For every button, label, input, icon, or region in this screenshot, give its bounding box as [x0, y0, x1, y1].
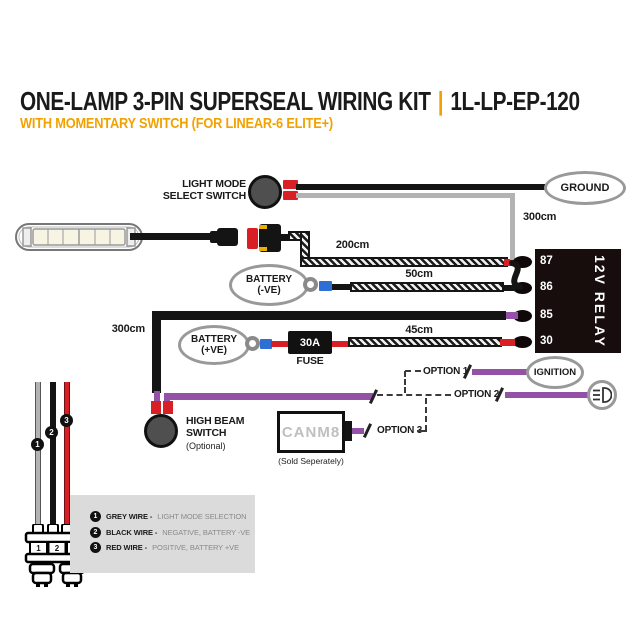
cut-mark [362, 423, 372, 438]
option3-wire [352, 428, 364, 434]
high-beam-switch [144, 414, 178, 448]
wire-badge-grey: 1 [31, 438, 44, 451]
option2-wire [505, 392, 589, 398]
high-beam-switch-label: HIGH BEAM SWITCH [186, 415, 245, 439]
connector-pin-1: 1 [36, 544, 41, 553]
wire-badge-red: 3 [60, 414, 73, 427]
title-separator: | [437, 86, 444, 116]
ground-wire [296, 184, 545, 190]
length-label-300cm-top: 300cm [523, 211, 557, 223]
battery-negative-terminal: BATTERY (-VE) [229, 264, 309, 306]
wire-badge-black: 2 [45, 426, 58, 439]
dashed-line [405, 370, 421, 372]
dashed-line [377, 394, 451, 396]
relay-pin-30-label: 30 [540, 335, 553, 347]
page-title: ONE-LAMP 3-PIN SUPERSEAL WIRING KIT | 1L… [20, 86, 580, 117]
legend-badge-2: 2 [90, 526, 101, 538]
page-subtitle: WITH MOMENTARY SWITCH (FOR LINEAR-6 ELIT… [20, 115, 333, 132]
option2-label: OPTION 2 [454, 389, 500, 400]
superseal-latch-top [259, 225, 267, 229]
connector-pin-2: 2 [55, 544, 60, 553]
canm8-box: CANM8 [277, 411, 345, 453]
ignition-terminal: IGNITION [526, 356, 584, 389]
dashed-line [404, 371, 406, 393]
wire-tip-purple-left [154, 391, 160, 403]
part-number: 1L-LP-EP-120 [450, 86, 580, 116]
relay-label: 12V RELAY [592, 254, 608, 348]
fuse-box: 30A [288, 331, 332, 354]
wire-segment [502, 285, 516, 291]
trigger-wire-drop-300cm [152, 311, 161, 393]
option-wire-purple [167, 393, 373, 400]
wire-tip-red-pin30 [500, 339, 515, 346]
kit-wire-black [50, 382, 56, 529]
light-mode-switch-label: LIGHT MODE SELECT SWITCH [162, 178, 246, 202]
superseal-latch-bottom [259, 247, 267, 251]
ring-terminal-icon [303, 277, 318, 292]
option1-label: OPTION 1 [423, 366, 469, 377]
canm8-tab [345, 421, 352, 441]
superseal-connector-black [259, 224, 281, 252]
fuse-label: FUSE [296, 355, 324, 367]
lamp-connector-neck [210, 231, 220, 243]
relay-pin-86-label: 86 [540, 281, 553, 293]
dashed-line [417, 430, 427, 432]
legend-badge-1: 1 [90, 511, 101, 522]
relay-pin-30-dot [513, 336, 532, 348]
lamp-cable [130, 233, 218, 240]
ring-terminal-icon [245, 336, 260, 351]
loom-45cm [348, 337, 502, 347]
loom-50cm [350, 282, 504, 292]
option3-label: OPTION 3 [377, 425, 423, 436]
length-label-50cm: 50cm [405, 268, 433, 280]
light-mode-select-switch [248, 175, 282, 209]
length-label-300cm-left: 300cm [111, 323, 145, 335]
linear6-lamp-illustration [15, 223, 143, 251]
legend-item-grey: 1 GREY WIRE - LIGHT MODE SELECTION [90, 511, 255, 522]
high-beam-switch-note: (Optional) [186, 441, 226, 451]
high-beam-icon [593, 387, 612, 403]
grey-wire-drop [510, 193, 515, 260]
relay-pin-87-label: 87 [540, 255, 553, 267]
lamp-connector [217, 228, 238, 246]
crimp-blue [260, 339, 272, 349]
length-label-45cm: 45cm [405, 324, 433, 336]
canm8-note: (Sold Seperately) [278, 456, 344, 466]
wire-segment [332, 284, 352, 290]
length-label-200cm: 200cm [335, 239, 370, 251]
kit-wire-red [64, 382, 70, 529]
loom-200cm-run [300, 257, 508, 267]
crimp-blue [319, 281, 332, 291]
switch-terminal-bottom [283, 191, 298, 200]
title-text: ONE-LAMP 3-PIN SUPERSEAL WIRING KIT [20, 86, 431, 116]
ground-terminal: GROUND [544, 171, 626, 205]
legend-item-red: 3 RED WIRE - POSITIVE, BATTERY +VE [90, 542, 255, 553]
wire-segment-red [271, 341, 290, 347]
switch-terminal-left [151, 401, 161, 414]
battery-positive-terminal: BATTERY (+VE) [178, 325, 250, 365]
trigger-wire-run [156, 311, 506, 320]
wire-segment [281, 234, 290, 241]
switch-terminal-top [283, 180, 298, 189]
option1-wire [472, 369, 527, 375]
legend: 1 GREY WIRE - LIGHT MODE SELECTION 2 BLA… [70, 495, 255, 573]
grey-wire-run [296, 193, 515, 198]
legend-badge-3: 3 [90, 542, 101, 553]
superseal-connector-red [247, 228, 258, 249]
high-beam-indicator-circle [587, 380, 617, 410]
jumper-wire-87-86 [509, 260, 523, 290]
dashed-line [425, 398, 427, 431]
wire-tip-purple-pin85 [504, 312, 518, 319]
relay-box [535, 249, 621, 353]
wire-segment-red [332, 341, 348, 347]
kit-wire-grey [35, 382, 41, 529]
switch-terminal-right [163, 401, 173, 414]
relay-pin-85-label: 85 [540, 309, 553, 321]
legend-item-black: 2 BLACK WIRE - NEGATIVE, BATTERY -VE [90, 526, 255, 538]
